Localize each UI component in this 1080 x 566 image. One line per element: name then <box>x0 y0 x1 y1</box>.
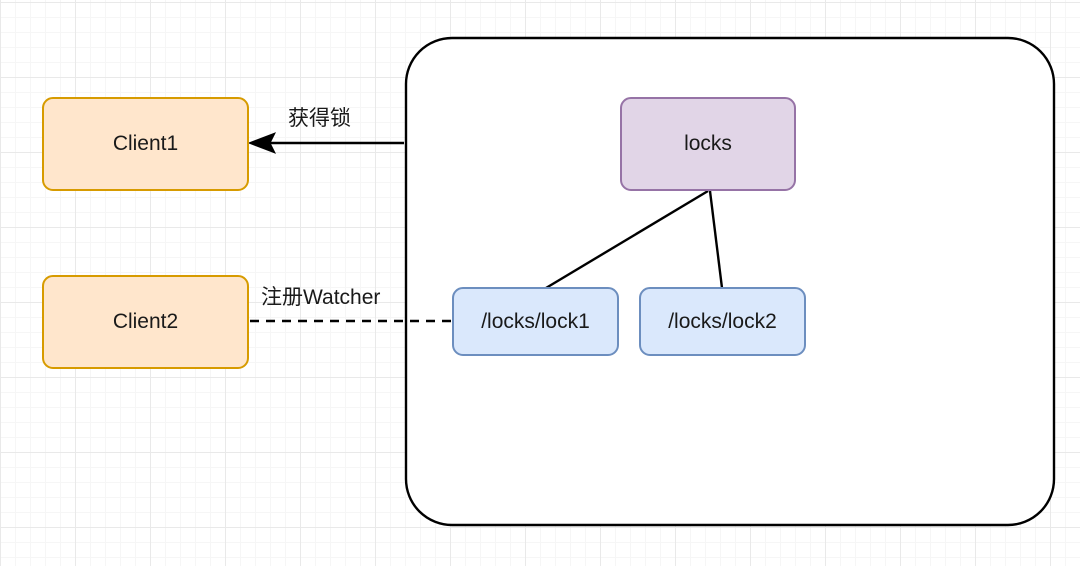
node-client2-label: Client2 <box>112 310 179 334</box>
node-client1-label: Client1 <box>112 132 179 156</box>
node-lock1[interactable]: /locks/lock1 <box>452 287 619 356</box>
node-client2[interactable]: Client2 <box>42 275 249 369</box>
edge-label-acquire-lock: 获得锁 <box>288 107 351 130</box>
node-locks-label: locks <box>684 132 732 156</box>
edge-locks-to-lock2 <box>708 190 724 289</box>
node-lock2[interactable]: /locks/lock2 <box>639 287 806 356</box>
node-locks[interactable]: locks <box>620 97 796 191</box>
edge-locks-to-lock1 <box>545 189 709 290</box>
edge-acquire-lock-arrowhead <box>247 132 277 154</box>
edge-label-register-watcher: 注册Watcher <box>261 286 381 309</box>
node-lock1-label: /locks/lock1 <box>481 309 590 333</box>
node-client1[interactable]: Client1 <box>42 97 249 191</box>
node-lock2-label: /locks/lock2 <box>668 309 777 333</box>
